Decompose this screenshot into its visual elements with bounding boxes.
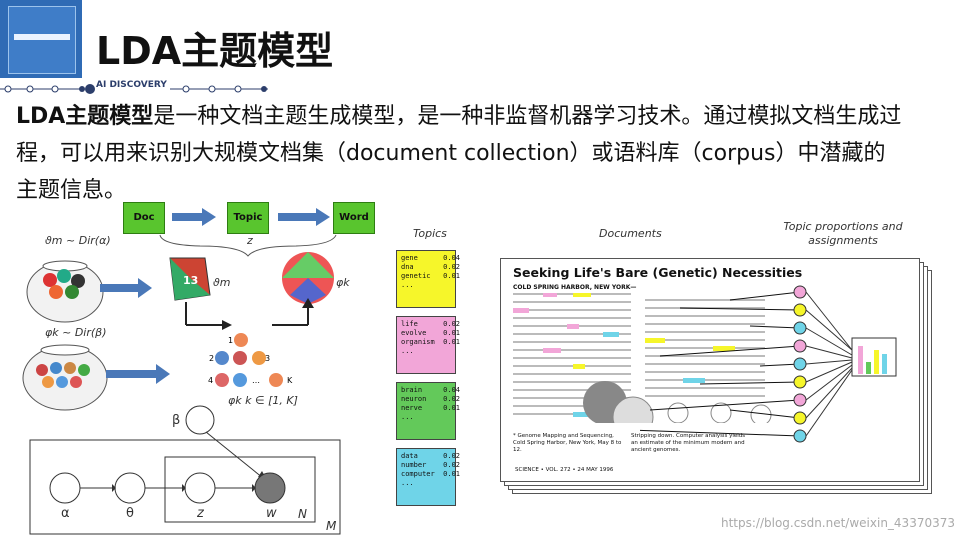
topic-card-data: data 0.02 number 0.02 computer 0.01 ... (396, 448, 460, 506)
article-footnote: * Genome Mapping and Sequencing, Cold Sp… (513, 433, 622, 453)
topics-title: Topics (413, 227, 447, 240)
m-plate-label: M (326, 519, 337, 533)
phi-label: φk (336, 276, 350, 289)
topic-card-neuro: brain 0.04 neuron 0.02 nerve 0.01 ... (396, 382, 460, 440)
n-plate-label: N (298, 507, 307, 521)
article-dateline: COLD SPRING HARBOR, NEW YORK— (513, 284, 637, 291)
tagline: AI DISCOVERY (96, 80, 167, 90)
w-node-label: w (266, 506, 277, 521)
theta-label: ϑm (213, 276, 231, 289)
topic-box: Topic (227, 202, 269, 234)
beta-label: β (172, 413, 181, 428)
svg-text:…: … (252, 376, 260, 385)
doc-box: Doc (123, 202, 165, 234)
svg-text:4: 4 (208, 376, 213, 385)
svg-text:1: 1 (228, 336, 233, 345)
svg-text:3: 3 (265, 354, 270, 363)
watermark: https://blog.csdn.net/weixin_43370373 (720, 516, 955, 530)
documents-title: Documents (599, 227, 662, 240)
article-footer: SCIENCE • VOL. 272 • 24 MAY 1996 (515, 467, 614, 473)
k-range-label: φk k ∈ [1, K] (228, 394, 298, 407)
proportions-title: Topic proportions and assignments (783, 220, 903, 247)
intro-paragraph: LDA主题模型是一种文档主题生成模型，是一种非监督机器学习技术。通过模拟文档生成… (16, 98, 906, 209)
topic-card-genetics: gene 0.04 dna 0.02 genetic 0.01 ... (396, 250, 460, 308)
page-title: LDA主题模型 (96, 29, 334, 73)
theta-prior-label: ϑm ~ Dir(α) (45, 234, 111, 247)
article-title: Seeking Life's Bare (Genetic) Necessitie… (513, 265, 803, 280)
phi-prior-label: φk ~ Dir(β) (45, 326, 107, 339)
tagline-decoration (0, 84, 268, 94)
svg-text:2: 2 (209, 354, 214, 363)
z-label: z (247, 234, 253, 247)
paragraph-bold: LDA主题模型 (16, 104, 154, 129)
svg-text:K: K (287, 376, 293, 385)
diagram-arrows: 13 1 2 3 4 … K (22, 208, 341, 535)
theta-node-label: θ (126, 506, 134, 521)
die-number: 13 (183, 274, 198, 287)
topic-assignment-graphic (640, 285, 897, 443)
paragraph-text: 是一种文档主题生成模型，是一种非监督机器学习技术。通过模拟文档生成过程，可以用来… (16, 104, 902, 203)
word-box: Word (333, 202, 375, 234)
alpha-label: α (61, 506, 70, 521)
figure-caption: Stripping down. Computer analysis yields… (631, 433, 746, 453)
topic-card-evolution: life 0.02 evolve 0.01 organism 0.01 ... (396, 316, 460, 374)
z-node-label: z (197, 506, 204, 521)
book-cover-image (0, 0, 82, 78)
